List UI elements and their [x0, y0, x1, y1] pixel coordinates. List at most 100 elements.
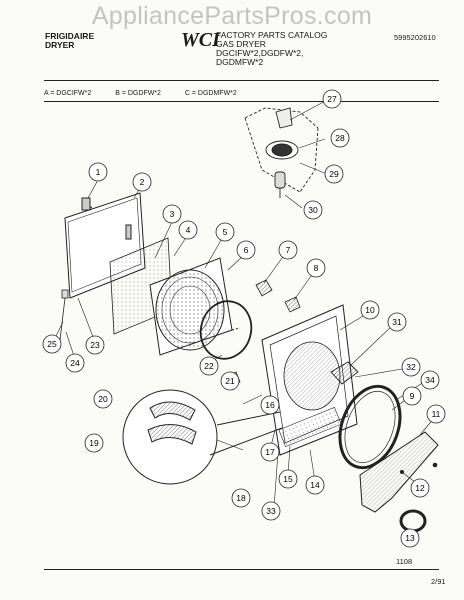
- legend-divider: [44, 101, 439, 102]
- callout-13: 13: [400, 528, 420, 548]
- callout-18: 18: [231, 488, 251, 508]
- callout-number: 15: [283, 474, 293, 484]
- callout-circle: [85, 335, 105, 355]
- igniter-assembly: [244, 107, 319, 198]
- callout-19: 19: [84, 433, 104, 453]
- callout-number: 16: [265, 400, 275, 410]
- callout-circle: [400, 528, 420, 548]
- model-b: B = DGDFW*2: [115, 90, 161, 97]
- door-assembly: [149, 257, 241, 356]
- callout-number: 17: [265, 447, 275, 457]
- callout-circle: [410, 478, 430, 498]
- model-a: A = DGCIFW*2: [44, 90, 92, 97]
- diagram-code: 1108: [396, 557, 413, 566]
- callout-circle: [303, 200, 323, 220]
- model-c: C = DGDMFW*2: [184, 90, 237, 97]
- callout-8: 8: [306, 258, 326, 278]
- catalog-block: FACTORY PARTS CATALOG GAS DRYER DGCIFW*2…: [216, 31, 327, 67]
- callout-circle: [199, 356, 219, 376]
- callout-number: 12: [415, 483, 425, 493]
- catalog-title: FACTORY PARTS CATALOG: [216, 30, 328, 40]
- callout-circle: [178, 220, 198, 240]
- callout-circle: [330, 128, 350, 148]
- callout-number: 7: [286, 245, 291, 255]
- callout-circle: [306, 258, 326, 278]
- callout-circle: [261, 501, 281, 521]
- callout-number: 24: [70, 358, 80, 368]
- brand-block: FRIGIDAIRE DRYER: [45, 32, 94, 50]
- revision-date: 2/91: [431, 577, 446, 586]
- hinge-bracket: [330, 361, 359, 385]
- callout-circle: [236, 240, 256, 260]
- callout-23: 23: [85, 335, 105, 355]
- brand-name: FRIGIDAIRE: [45, 31, 95, 41]
- callout-number: 23: [90, 340, 100, 350]
- callout-11: 11: [426, 404, 446, 424]
- callout-circle: [84, 433, 104, 453]
- callout-circle: [132, 172, 152, 192]
- callout-circle: [162, 204, 182, 224]
- callout-circle: [65, 353, 85, 373]
- callout-31: 31: [387, 312, 407, 332]
- callout-29: 29: [324, 164, 344, 184]
- callout-number: 9: [410, 391, 415, 401]
- callout-circle: [387, 312, 407, 332]
- catalog-models-1: DGCIFW*2,DGDFW*2,: [216, 48, 304, 58]
- callout-1: 1: [88, 162, 108, 182]
- callout-circle: [260, 395, 280, 415]
- callout-circle: [426, 404, 446, 424]
- callout-20: 20: [93, 389, 113, 409]
- callout-circle: [322, 89, 342, 109]
- lint-duct: [359, 431, 439, 513]
- catalog-part-number: 5995202610: [394, 33, 436, 42]
- callout-number: 33: [266, 506, 276, 516]
- callout-circle: [88, 162, 108, 182]
- callout-circle: [420, 370, 440, 390]
- callout-5: 5: [215, 222, 235, 242]
- drum-bearing-ring: [338, 384, 402, 470]
- callout-number: 6: [244, 245, 249, 255]
- callout-32: 32: [401, 357, 421, 377]
- callout-circle: [93, 389, 113, 409]
- watermark: AppliancePartsPros.com: [91, 2, 373, 30]
- callout-circle: [220, 371, 240, 391]
- callout-number: 2: [140, 177, 145, 187]
- callout-number: 32: [406, 362, 416, 372]
- callout-number: 18: [236, 493, 246, 503]
- callout-number: 4: [186, 225, 191, 235]
- callout-6: 6: [236, 240, 256, 260]
- callout-number: 14: [310, 480, 320, 490]
- catalog-models-2: DGDMFW*2: [216, 57, 264, 67]
- callout-number: 34: [425, 375, 435, 385]
- callout-7: 7: [278, 240, 298, 260]
- callout-circle: [324, 164, 344, 184]
- callout-circle: [260, 442, 280, 462]
- callout-24: 24: [65, 353, 85, 373]
- callout-circle: [401, 357, 421, 377]
- callout-circle: [360, 300, 380, 320]
- callout-15: 15: [278, 469, 298, 489]
- callout-12: 12: [410, 478, 430, 498]
- callout-circle: [42, 334, 62, 354]
- callout-28: 28: [330, 128, 350, 148]
- callout-number: 22: [204, 361, 214, 371]
- callout-circle: [305, 475, 325, 495]
- callout-number: 10: [365, 305, 375, 315]
- door-gasket: [199, 300, 253, 360]
- callout-number: 20: [98, 394, 108, 404]
- front-panel: [261, 304, 358, 456]
- callout-16: 16: [260, 395, 280, 415]
- callout-circle: [278, 469, 298, 489]
- callout-10: 10: [360, 300, 380, 320]
- callout-30: 30: [303, 200, 323, 220]
- callout-17: 17: [260, 442, 280, 462]
- callout-number: 3: [170, 209, 175, 219]
- callout-21: 21: [220, 371, 240, 391]
- callout-3: 3: [162, 204, 182, 224]
- callout-14: 14: [305, 475, 325, 495]
- callout-4: 4: [178, 220, 198, 240]
- callout-number: 28: [335, 133, 345, 143]
- hinge-detail: [122, 389, 283, 485]
- callout-circle: [278, 240, 298, 260]
